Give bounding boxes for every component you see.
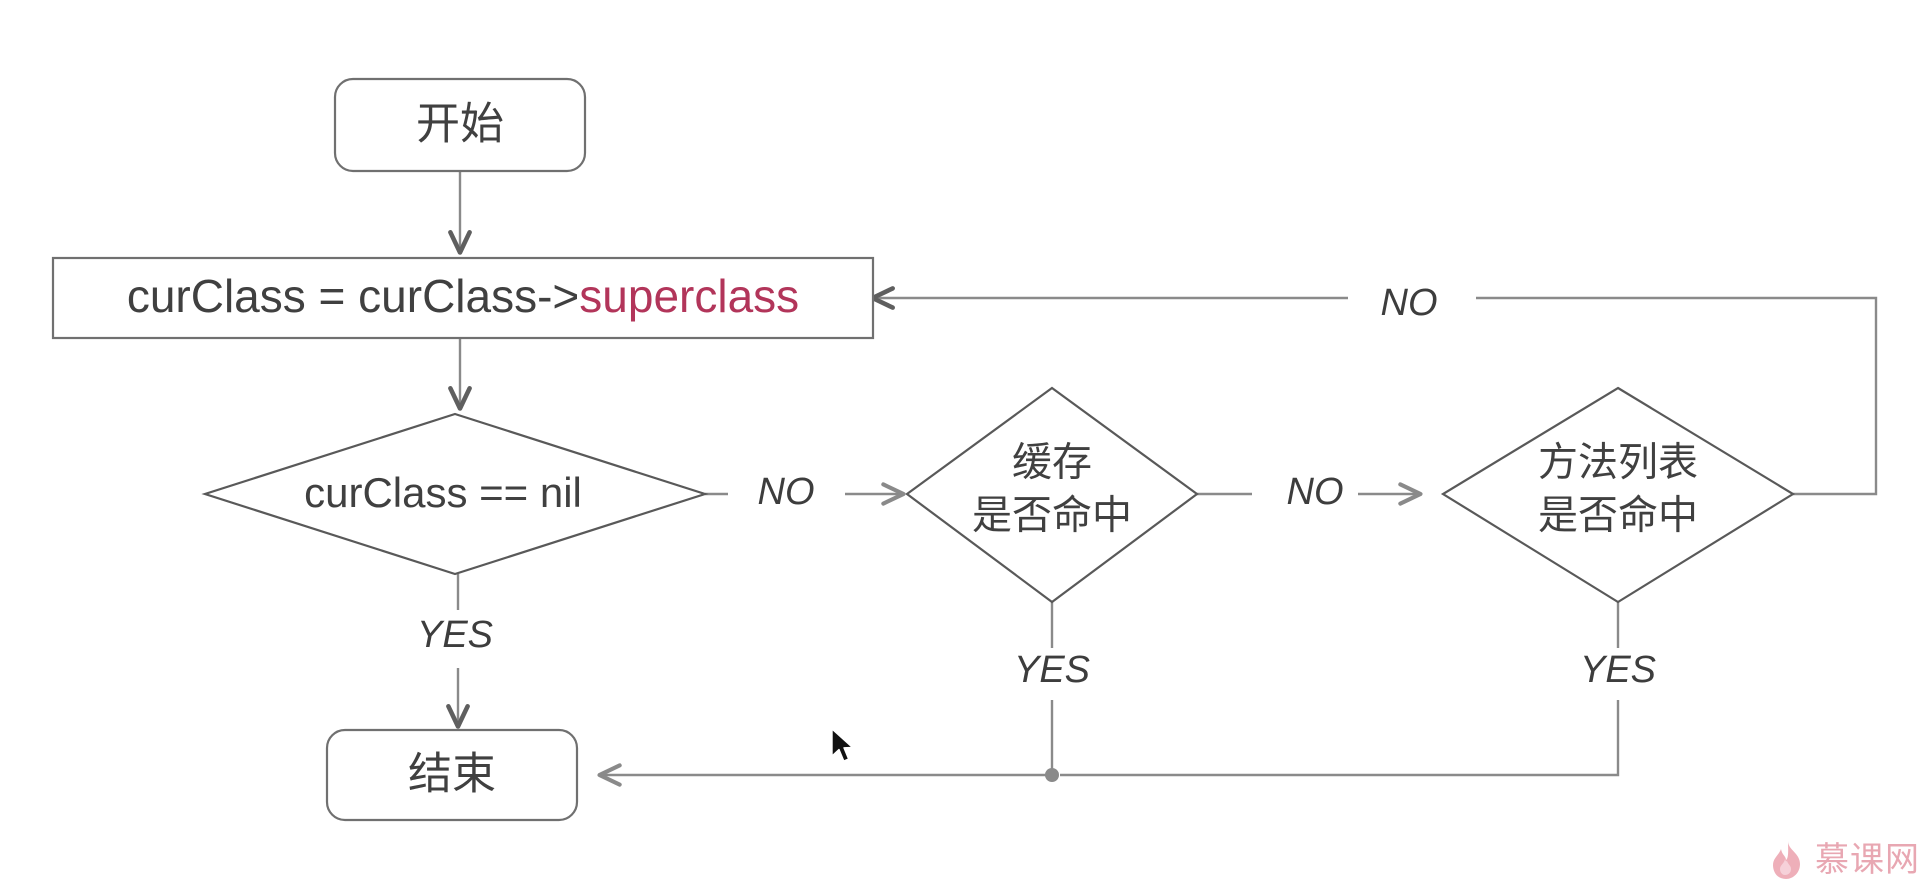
curclass-assign-prefix: curClass = curClass-> bbox=[127, 270, 579, 322]
cache-hit-shape bbox=[905, 386, 1199, 604]
end-shape bbox=[325, 728, 579, 822]
edge-label-yes-under-cache: YES bbox=[1014, 649, 1090, 691]
curclass-nil-label: curClass == nil bbox=[304, 469, 582, 516]
cache-hit-label-line1: 缓存 bbox=[1012, 441, 1092, 485]
start-shape bbox=[333, 77, 587, 173]
edge-label-no-return-top: NO bbox=[1381, 282, 1438, 324]
edge-methodlist-yes-lower bbox=[1060, 700, 1620, 777]
watermark: 慕课网 bbox=[1767, 838, 1920, 882]
node-curclass-assign[interactable]: curClass = curClass->superclass bbox=[51, 256, 875, 340]
curclass-assign-label: curClass = curClass->superclass bbox=[127, 270, 799, 322]
methodlist-hit-label-line2: 是否命中 bbox=[1538, 494, 1698, 538]
junction-dot bbox=[1045, 768, 1059, 782]
edge-label-no-after-nil: NO bbox=[758, 471, 815, 513]
node-end[interactable]: 结束 bbox=[325, 728, 579, 822]
cache-hit-label-line2: 是否命中 bbox=[972, 494, 1132, 538]
start-label: 开始 bbox=[416, 100, 504, 149]
edge-label-no-after-cache: NO bbox=[1287, 471, 1344, 513]
node-methodlist-hit[interactable]: 方法列表 是否命中 bbox=[1440, 386, 1796, 604]
curclass-nil-shape bbox=[201, 412, 709, 576]
methodlist-hit-label-line1: 方法列表 bbox=[1538, 441, 1698, 485]
edge-label-yes-under-methodlist: YES bbox=[1580, 649, 1656, 691]
watermark-text: 慕课网 bbox=[1815, 841, 1920, 879]
methodlist-hit-shape bbox=[1440, 386, 1796, 604]
node-cache-hit[interactable]: 缓存 是否命中 bbox=[905, 386, 1199, 604]
edge-methodlist-no-return-right bbox=[1476, 296, 1878, 496]
end-label: 结束 bbox=[408, 750, 496, 799]
flame-icon bbox=[1773, 841, 1800, 879]
curclass-assign-accent: superclass bbox=[579, 270, 799, 322]
node-curclass-nil[interactable]: curClass == nil bbox=[201, 412, 709, 576]
curclass-assign-shape bbox=[51, 256, 875, 340]
node-start[interactable]: 开始 bbox=[333, 77, 587, 173]
edge-label-yes-under-nil: YES bbox=[417, 614, 493, 656]
